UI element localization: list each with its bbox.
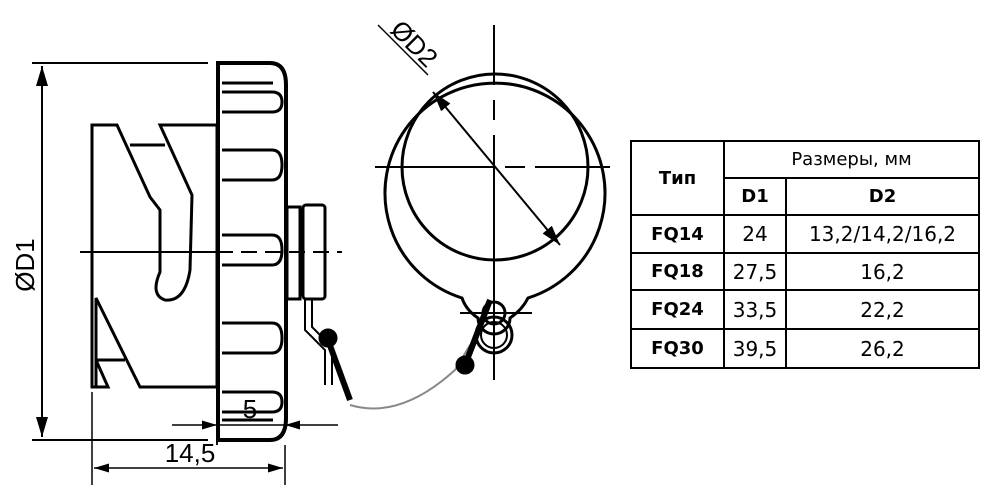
- dim-5-label: 5: [243, 394, 257, 424]
- d1-cell: 27,5: [723, 252, 787, 291]
- dim-14-5-label: 14,5: [165, 438, 216, 468]
- dimensions-table: Тип Размеры, мм D1 D2 FQ14 24 13,2/14,2/…: [630, 140, 980, 369]
- sizes-header: Размеры, мм: [723, 140, 980, 179]
- type-cell: FQ24: [630, 289, 725, 330]
- d1-cell: 33,5: [723, 289, 787, 330]
- type-cell: FQ18: [630, 252, 725, 291]
- table-row: FQ14 24 13,2/14,2/16,2: [630, 214, 980, 254]
- type-header: Тип: [630, 140, 725, 216]
- d2-cell: 13,2/14,2/16,2: [785, 214, 980, 254]
- d1-label: ØD1: [10, 238, 40, 291]
- type-cell: FQ30: [630, 328, 725, 369]
- d2-header: D2: [785, 177, 980, 216]
- table-row: FQ18 27,5 16,2: [630, 252, 980, 291]
- d2-cell: 26,2: [785, 328, 980, 369]
- d1-cell: 24: [723, 214, 787, 254]
- table-row: FQ30 39,5 26,2: [630, 328, 980, 369]
- d2-label: ØD2: [385, 14, 444, 73]
- type-cell: FQ14: [630, 214, 725, 254]
- d2-cell: 16,2: [785, 252, 980, 291]
- d2-cell: 22,2: [785, 289, 980, 330]
- table-row: FQ24 33,5 22,2: [630, 289, 980, 330]
- d1-header: D1: [723, 177, 787, 216]
- d1-cell: 39,5: [723, 328, 787, 369]
